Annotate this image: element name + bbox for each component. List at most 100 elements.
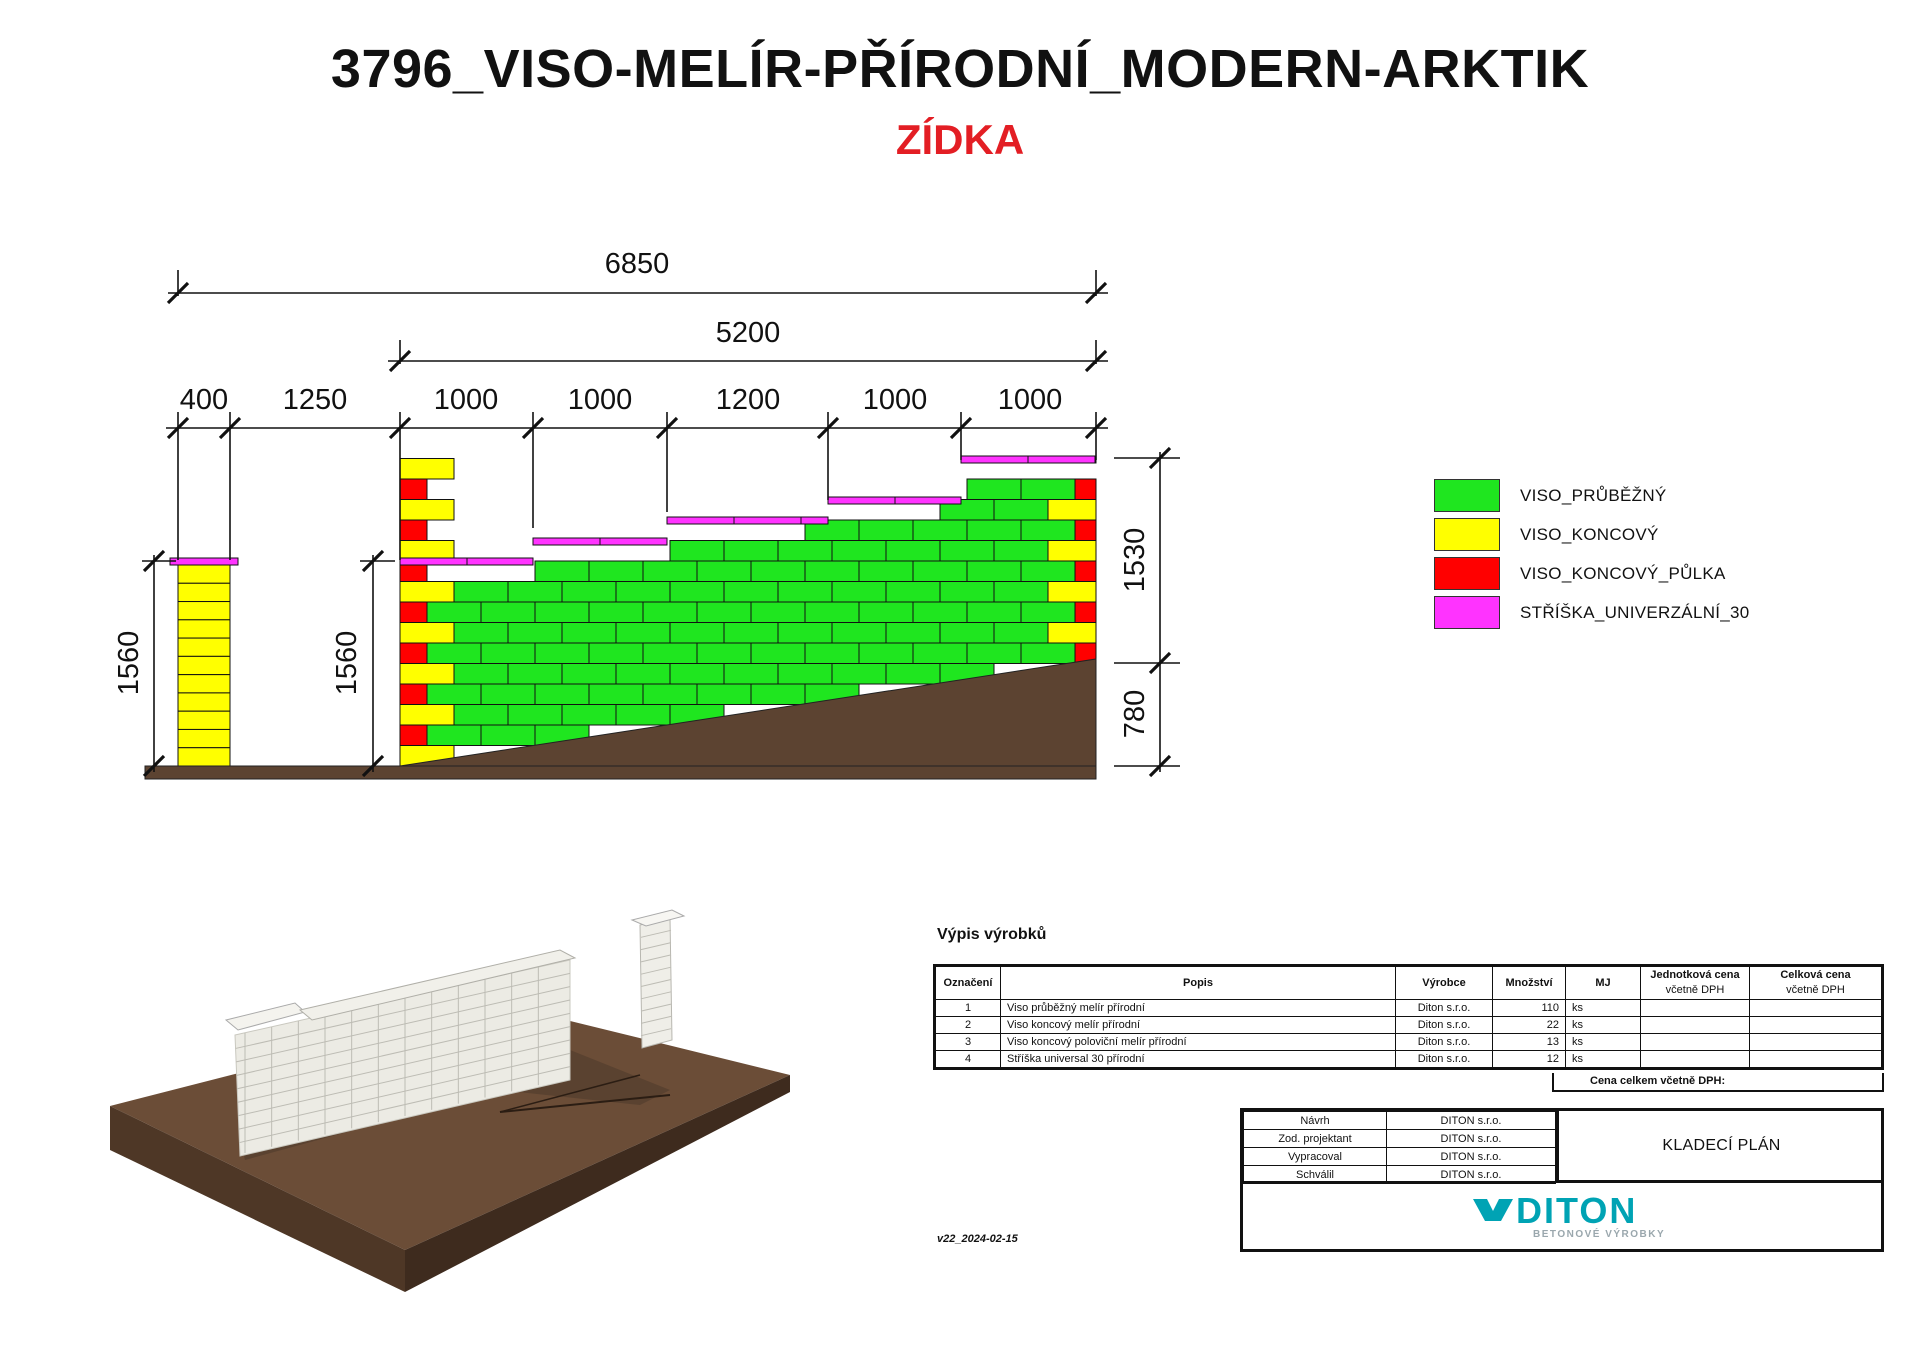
pillar-3d-joints	[640, 929, 672, 1037]
plan-title: KLADECÍ PLÁN	[1556, 1111, 1884, 1183]
cap-piece	[733, 516, 802, 525]
role-value: DITON s.r.o.	[1386, 1129, 1556, 1148]
end-brick	[399, 704, 455, 726]
cell-id: 1	[934, 999, 1001, 1017]
course-brick	[480, 642, 536, 664]
course-brick	[912, 519, 968, 541]
cell-unit-price	[1640, 1050, 1750, 1070]
dimension-tick	[521, 416, 545, 440]
dim-right-lower-height: 780	[1119, 690, 1151, 738]
course-brick	[615, 704, 671, 726]
course-brick	[588, 601, 644, 623]
course-brick	[426, 601, 482, 623]
table-row: 4 Stříška universal 30 přírodní Diton s.…	[934, 1050, 1883, 1070]
course-brick	[453, 704, 509, 726]
cap-piece	[894, 496, 962, 505]
course-brick	[750, 642, 806, 664]
dimension-tick	[1148, 754, 1172, 778]
course-brick	[723, 581, 779, 603]
wall-3d-joint	[238, 1039, 571, 1117]
end-half-brick	[399, 601, 428, 623]
divider	[1243, 1181, 1556, 1184]
diton-logo-icon	[1473, 1199, 1513, 1221]
dimension-tick	[218, 416, 242, 440]
cell-qty: 22	[1492, 1016, 1566, 1034]
role-label: Vypracoval	[1243, 1147, 1387, 1166]
legend-label: VISO_KONCOVÝ_PŮLKA	[1520, 563, 1726, 583]
dimension-tick	[1148, 446, 1172, 470]
legend-label: VISO_PRŮBĚŽNÝ	[1520, 485, 1667, 505]
pillar-brick	[177, 710, 231, 730]
page-subtitle: ZÍDKA	[895, 116, 1025, 163]
course-brick	[858, 642, 914, 664]
course-brick	[480, 601, 536, 623]
dim-segment: 1000	[568, 384, 633, 416]
pillar-3d-joint	[640, 1015, 672, 1024]
role-label: Návrh	[1243, 1111, 1387, 1130]
col-unit-price: Jednotková cena včetně DPH	[1640, 965, 1750, 1000]
col-unit-price-sub: včetně DPH	[1665, 984, 1725, 996]
course-brick	[615, 581, 671, 603]
role-value: DITON s.r.o.	[1386, 1111, 1556, 1130]
schedule-title: Výpis výrobků	[937, 926, 1047, 943]
course-brick	[588, 642, 644, 664]
brick-layout	[169, 455, 1097, 767]
cap-piece	[532, 537, 601, 546]
end-half-brick	[399, 519, 428, 541]
course-brick	[507, 622, 563, 644]
course-brick	[750, 601, 806, 623]
course-brick	[993, 622, 1049, 644]
role-value: DITON s.r.o.	[1386, 1147, 1556, 1166]
course-brick	[966, 601, 1022, 623]
end-half-brick	[399, 724, 428, 746]
table-row: 2 Viso koncový melír přírodní Diton s.r.…	[934, 1016, 1883, 1034]
cell-unit: ks	[1565, 1050, 1641, 1070]
dim-right-upper-height: 1530	[1119, 528, 1151, 593]
dimension-tick	[1084, 416, 1108, 440]
course-brick	[642, 601, 698, 623]
cell-qty: 12	[1492, 1050, 1566, 1070]
end-half-brick	[1074, 519, 1097, 541]
col-unit-price-label: Jednotková cena	[1650, 969, 1740, 981]
role-value: DITON s.r.o.	[1386, 1165, 1556, 1184]
course-brick	[561, 622, 617, 644]
dimension-tick	[142, 754, 166, 778]
dimension-ticks	[142, 281, 1172, 778]
pillar-3d-joint	[640, 991, 672, 1000]
cap-piece	[800, 516, 829, 525]
legend-swatch	[1434, 479, 1500, 512]
course-brick	[831, 663, 887, 685]
pillar-3d-joint	[640, 966, 672, 975]
wall-3d-joint	[237, 1026, 571, 1103]
dim-segment: 1250	[283, 384, 348, 416]
course-brick	[669, 663, 725, 685]
cell-desc: Viso průběžný melír přírodní	[1000, 999, 1396, 1017]
course-brick	[966, 478, 1022, 500]
course-brick	[885, 622, 941, 644]
course-brick	[885, 540, 941, 562]
legend-label: VISO_KONCOVÝ	[1520, 524, 1659, 544]
course-brick	[777, 622, 833, 644]
cell-id: 3	[934, 1033, 1001, 1051]
pillar-brick	[177, 747, 231, 767]
course-brick	[804, 642, 860, 664]
course-brick	[993, 499, 1049, 521]
dimension-lines	[142, 270, 1180, 772]
cell-total-price	[1749, 1016, 1883, 1034]
dim-segment: 400	[180, 384, 228, 416]
course-brick	[966, 642, 1022, 664]
col-total-price-sub: včetně DPH	[1786, 984, 1845, 996]
pillar-brick	[177, 692, 231, 712]
pillar-3d-joint	[640, 954, 672, 963]
course-brick	[885, 581, 941, 603]
cell-unit-price	[1640, 999, 1750, 1017]
pillar-brick	[177, 655, 231, 676]
dimension-tick	[1084, 349, 1108, 373]
dimension-tick	[166, 416, 190, 440]
cap-piece	[399, 557, 468, 566]
